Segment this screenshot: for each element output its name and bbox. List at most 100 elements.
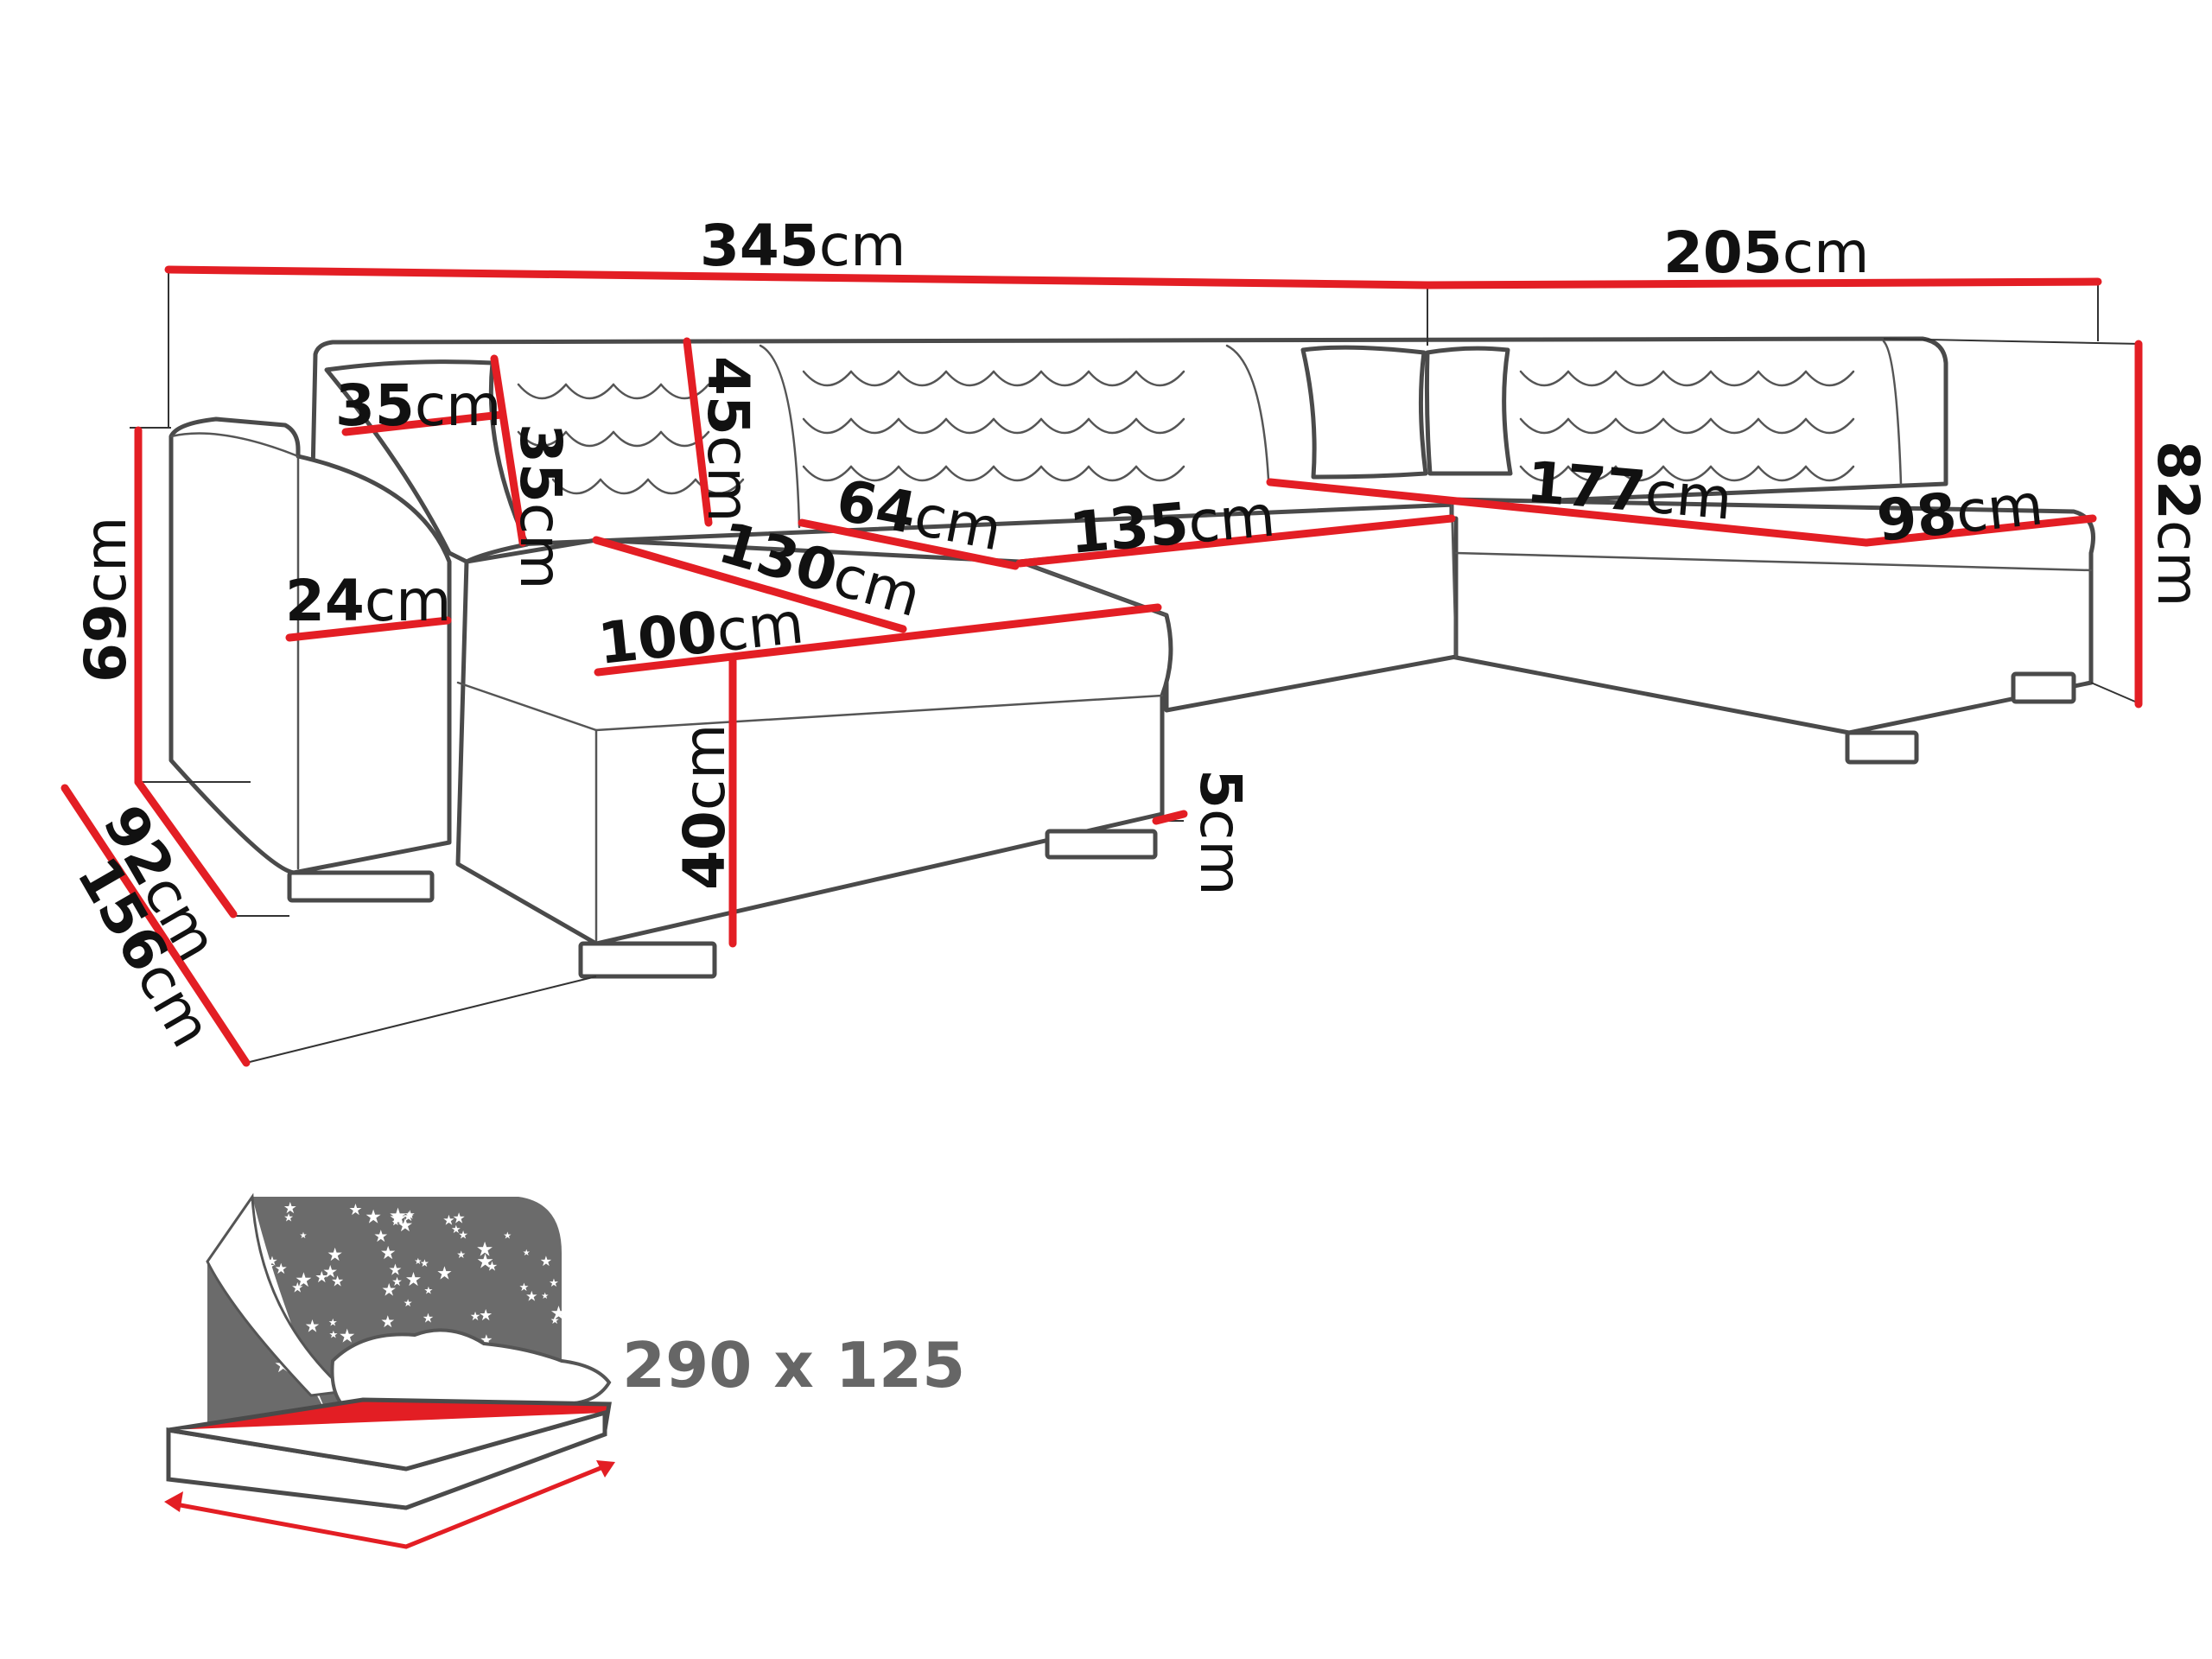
tuft-arc bbox=[944, 370, 995, 387]
star-icon: ★ bbox=[339, 1325, 356, 1347]
tuft-arc bbox=[1567, 370, 1618, 387]
bed-width-arrow bbox=[170, 1462, 610, 1549]
tuft-arc bbox=[564, 383, 615, 400]
star-icon: ★ bbox=[523, 1249, 531, 1258]
tuft-arc bbox=[1709, 417, 1760, 435]
tuft-arc bbox=[1614, 465, 1665, 482]
star-icon: ★ bbox=[550, 1303, 568, 1325]
star-icon: ★ bbox=[479, 1306, 493, 1325]
tuft-arc bbox=[1662, 370, 1713, 387]
star-icon: ★ bbox=[519, 1281, 530, 1294]
tuft-arc bbox=[1804, 370, 1855, 387]
star-icon: ★ bbox=[380, 1313, 395, 1332]
star-icon: ★ bbox=[404, 1208, 416, 1222]
star-icon: ★ bbox=[458, 1230, 468, 1243]
tuft-arc bbox=[1757, 417, 1808, 435]
star-icon: ★ bbox=[486, 1258, 498, 1274]
star-icon: ★ bbox=[380, 1243, 397, 1263]
extension-lines bbox=[130, 270, 2142, 1064]
tuft-arc bbox=[897, 417, 948, 435]
star-icon: ★ bbox=[275, 1261, 288, 1278]
star-icon: ★ bbox=[404, 1297, 413, 1309]
star-icon: ★ bbox=[315, 1268, 328, 1287]
label-69: 69cm bbox=[73, 517, 139, 683]
label-5: 5cm bbox=[1187, 769, 1254, 896]
tuft-arc bbox=[1135, 465, 1185, 482]
tuft-arc bbox=[1709, 465, 1760, 482]
label-35-height: 35cm bbox=[507, 423, 574, 589]
tuft-arc bbox=[1039, 417, 1090, 435]
tuft-arc bbox=[1087, 370, 1138, 387]
label-35-width: 35cm bbox=[335, 372, 501, 439]
dim-line-205 bbox=[1423, 277, 2102, 289]
star-icon: ★ bbox=[456, 1249, 466, 1261]
dim-line-177 bbox=[1266, 478, 1871, 547]
bed-function-icon: ★★★★★★★★★★★★★★★★★★★★★★★★★★★★★★★★★★★★★★★★… bbox=[164, 1192, 965, 1549]
label-100: 100cm bbox=[595, 589, 807, 677]
sofa-legs bbox=[287, 671, 2076, 979]
tuft-arc bbox=[1039, 465, 1090, 482]
tuft-arc bbox=[1804, 465, 1855, 482]
tuft-arc bbox=[1662, 417, 1713, 435]
star-icon: ★ bbox=[388, 1261, 402, 1279]
star-icon: ★ bbox=[322, 1262, 338, 1282]
dim-line-45 bbox=[683, 337, 713, 527]
tuft-arc bbox=[1519, 465, 1570, 482]
dim-line-345 bbox=[164, 265, 1432, 289]
tuft-arc bbox=[517, 430, 568, 448]
tuft-arc bbox=[992, 417, 1043, 435]
tuft-arc bbox=[694, 478, 745, 495]
tuft-arc bbox=[849, 370, 900, 387]
star-icon: ★ bbox=[503, 1230, 512, 1242]
dim-line-92 bbox=[134, 778, 238, 918]
star-icon: ★ bbox=[381, 1280, 397, 1300]
tuft-arc bbox=[1135, 417, 1185, 435]
star-icon: ★ bbox=[365, 1206, 382, 1228]
star-icon: ★ bbox=[266, 1254, 277, 1269]
tuft-arc bbox=[992, 370, 1043, 387]
star-icon: ★ bbox=[541, 1292, 549, 1301]
tuft-arc bbox=[1567, 465, 1618, 482]
label-40: 40cm bbox=[671, 724, 738, 890]
dimension-lines bbox=[60, 265, 2143, 1067]
tuft-arc bbox=[659, 383, 710, 400]
tuft-arc bbox=[944, 465, 995, 482]
tuft-arc bbox=[1567, 417, 1618, 435]
star-icon: ★ bbox=[389, 1206, 408, 1230]
tuft-arc bbox=[1087, 465, 1138, 482]
label-205: 205cm bbox=[1663, 219, 1869, 286]
dim-line-35w bbox=[341, 410, 505, 436]
tuft-arc bbox=[802, 465, 853, 482]
star-icon: ★ bbox=[391, 1217, 400, 1228]
star-icon: ★ bbox=[442, 1211, 454, 1228]
star-icon: ★ bbox=[423, 1311, 434, 1326]
tuft-arc bbox=[849, 465, 900, 482]
star-icon: ★ bbox=[470, 1310, 481, 1324]
tuft-arc bbox=[1757, 370, 1808, 387]
star-icon: ★ bbox=[476, 1251, 494, 1274]
star-icon: ★ bbox=[525, 1288, 537, 1305]
tuft-arc bbox=[599, 478, 650, 495]
tuft-arc bbox=[1519, 370, 1570, 387]
star-icon: ★ bbox=[436, 1262, 453, 1283]
tuft-arc bbox=[992, 465, 1043, 482]
star-icon: ★ bbox=[540, 1253, 552, 1269]
star-icon: ★ bbox=[451, 1224, 461, 1236]
tuft-arc bbox=[1709, 370, 1760, 387]
star-icon: ★ bbox=[397, 1215, 414, 1236]
label-45: 45cm bbox=[695, 356, 761, 522]
tuft-arc bbox=[612, 430, 663, 448]
label-64: 64cm bbox=[831, 467, 1007, 563]
star-icon: ★ bbox=[291, 1280, 303, 1296]
star-icon: ★ bbox=[549, 1277, 559, 1290]
label-345: 345cm bbox=[700, 213, 906, 279]
tuft-arc bbox=[897, 465, 948, 482]
dim-line-24 bbox=[285, 616, 452, 642]
dim-line-135 bbox=[1015, 514, 1456, 568]
dim-line-100 bbox=[594, 603, 1162, 677]
tuft-arc bbox=[517, 383, 568, 400]
star-icon: ★ bbox=[295, 1269, 313, 1292]
star-icon: ★ bbox=[405, 1269, 423, 1291]
star-icon: ★ bbox=[476, 1238, 494, 1261]
star-icon: ★ bbox=[453, 1210, 466, 1227]
